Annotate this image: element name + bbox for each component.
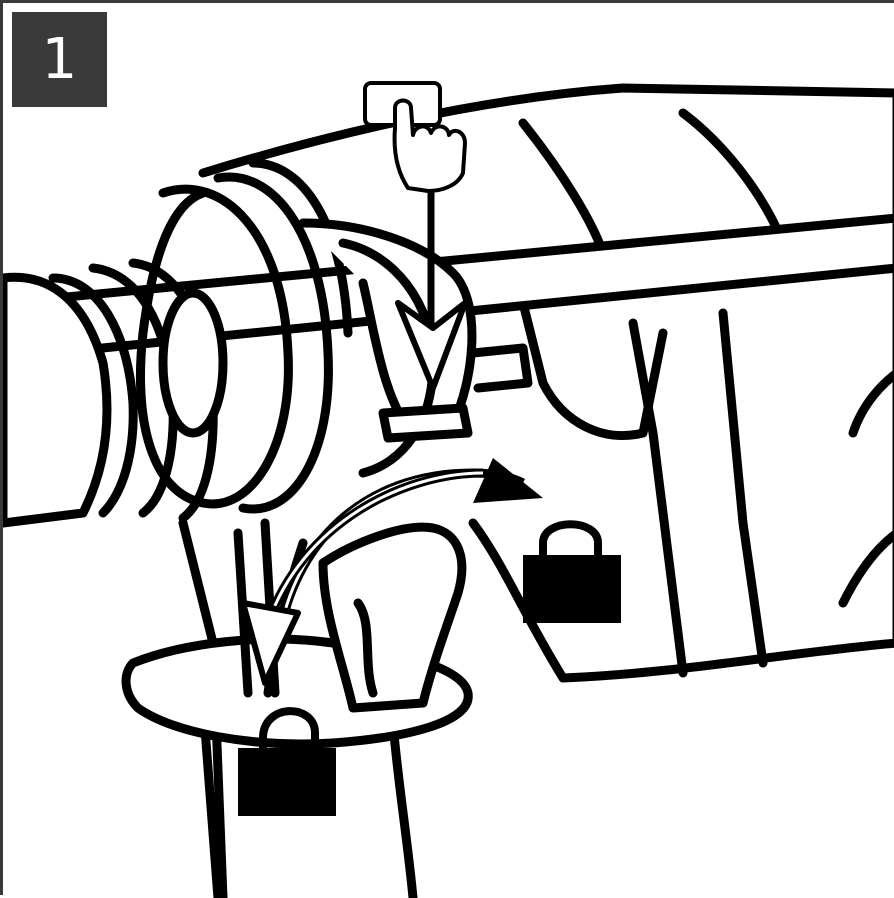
step-number-badge: 1: [12, 12, 107, 107]
padlock-closed-icon: [523, 520, 621, 623]
finger-press-icon: [363, 81, 467, 193]
drill-illustration: [3, 81, 894, 898]
arrow-rotate-unlock: [240, 468, 484, 686]
chuck-collars: [3, 158, 353, 528]
arrow-down: [395, 188, 468, 391]
padlock-open-icon: [238, 707, 336, 816]
